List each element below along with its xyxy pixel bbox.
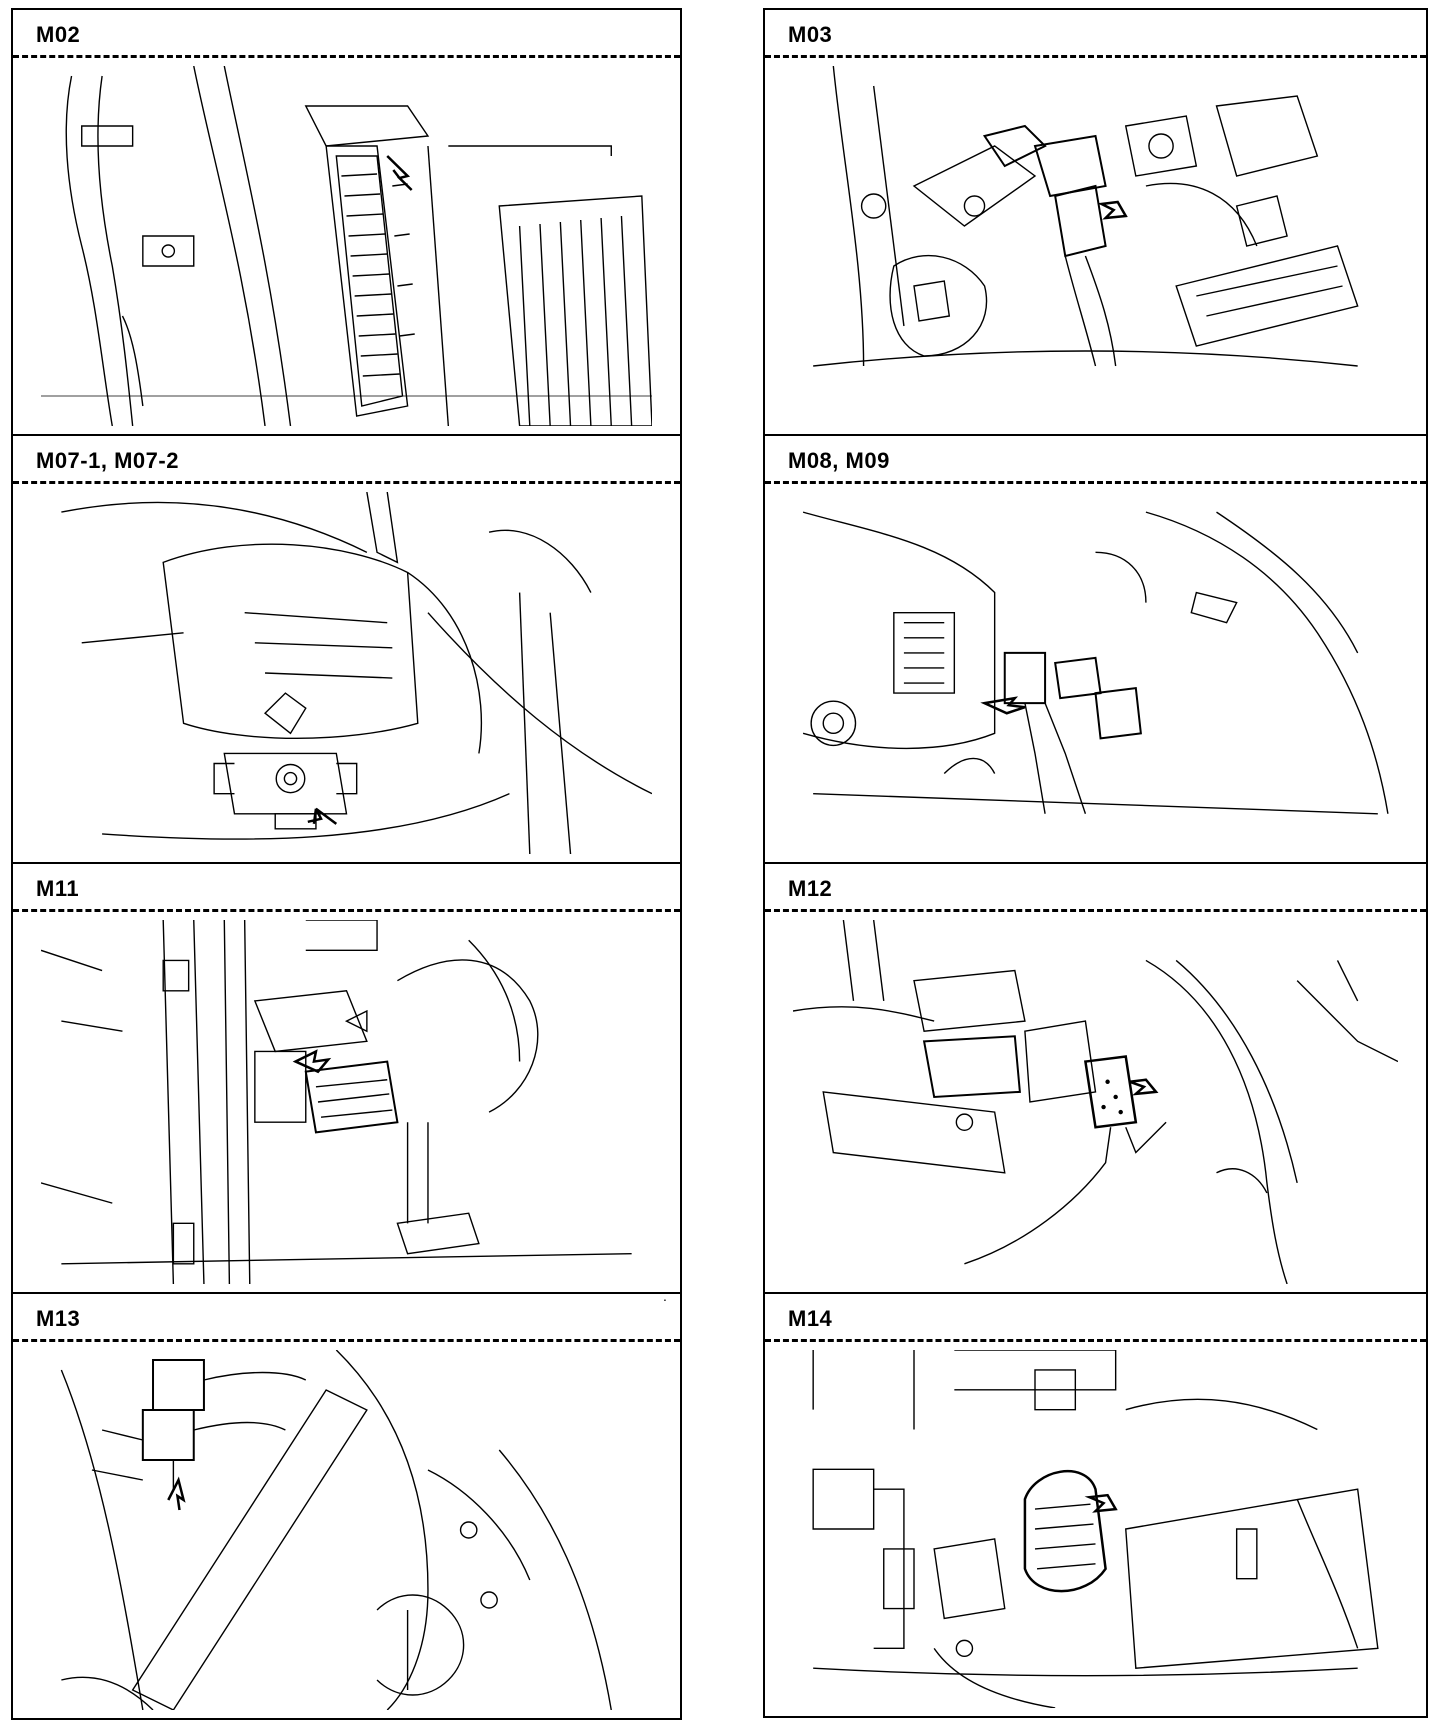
panel-label: M07-1, M07-2 [36,448,179,473]
m14-illustration [793,1350,1398,1708]
panel-label: M13 [36,1306,81,1331]
m03-illustration [793,66,1398,426]
panel-header: M07-1, M07-2 [13,436,680,484]
stray-mark: . [663,1288,667,1304]
panel-header: M13 [13,1294,680,1342]
panel-m13: M13 [13,1294,680,1718]
panel-label: M02 [36,22,81,47]
panel-label: M11 [36,876,80,901]
panel-header: M11 [13,864,680,912]
panel-label: M03 [788,22,833,47]
m11-illustration [41,920,652,1284]
panel-m03: M03 [765,10,1426,436]
left-column: M02 [11,8,682,1720]
panel-m11: M11 [13,864,680,1294]
panel-header: M14 [765,1294,1426,1342]
panel-header: M08, M09 [765,436,1426,484]
m13-illustration [41,1350,652,1710]
panel-m07: M07-1, M07-2 [13,436,680,864]
panel-header: M02 [13,10,680,58]
panel-m14: M14 [765,1294,1426,1716]
panel-header: M12 [765,864,1426,912]
m07-illustration [41,492,652,854]
panel-m12: M12 [765,864,1426,1294]
panel-m02: M02 [13,10,680,436]
right-column: M03 [763,8,1428,1718]
m08-illustration [793,492,1398,854]
panel-label: M08, M09 [788,448,890,473]
m12-illustration [793,920,1398,1284]
panel-m08: M08, M09 [765,436,1426,864]
panel-header: M03 [765,10,1426,58]
panel-label: M12 [788,876,833,901]
m02-illustration [41,66,652,426]
panel-label: M14 [788,1306,833,1331]
